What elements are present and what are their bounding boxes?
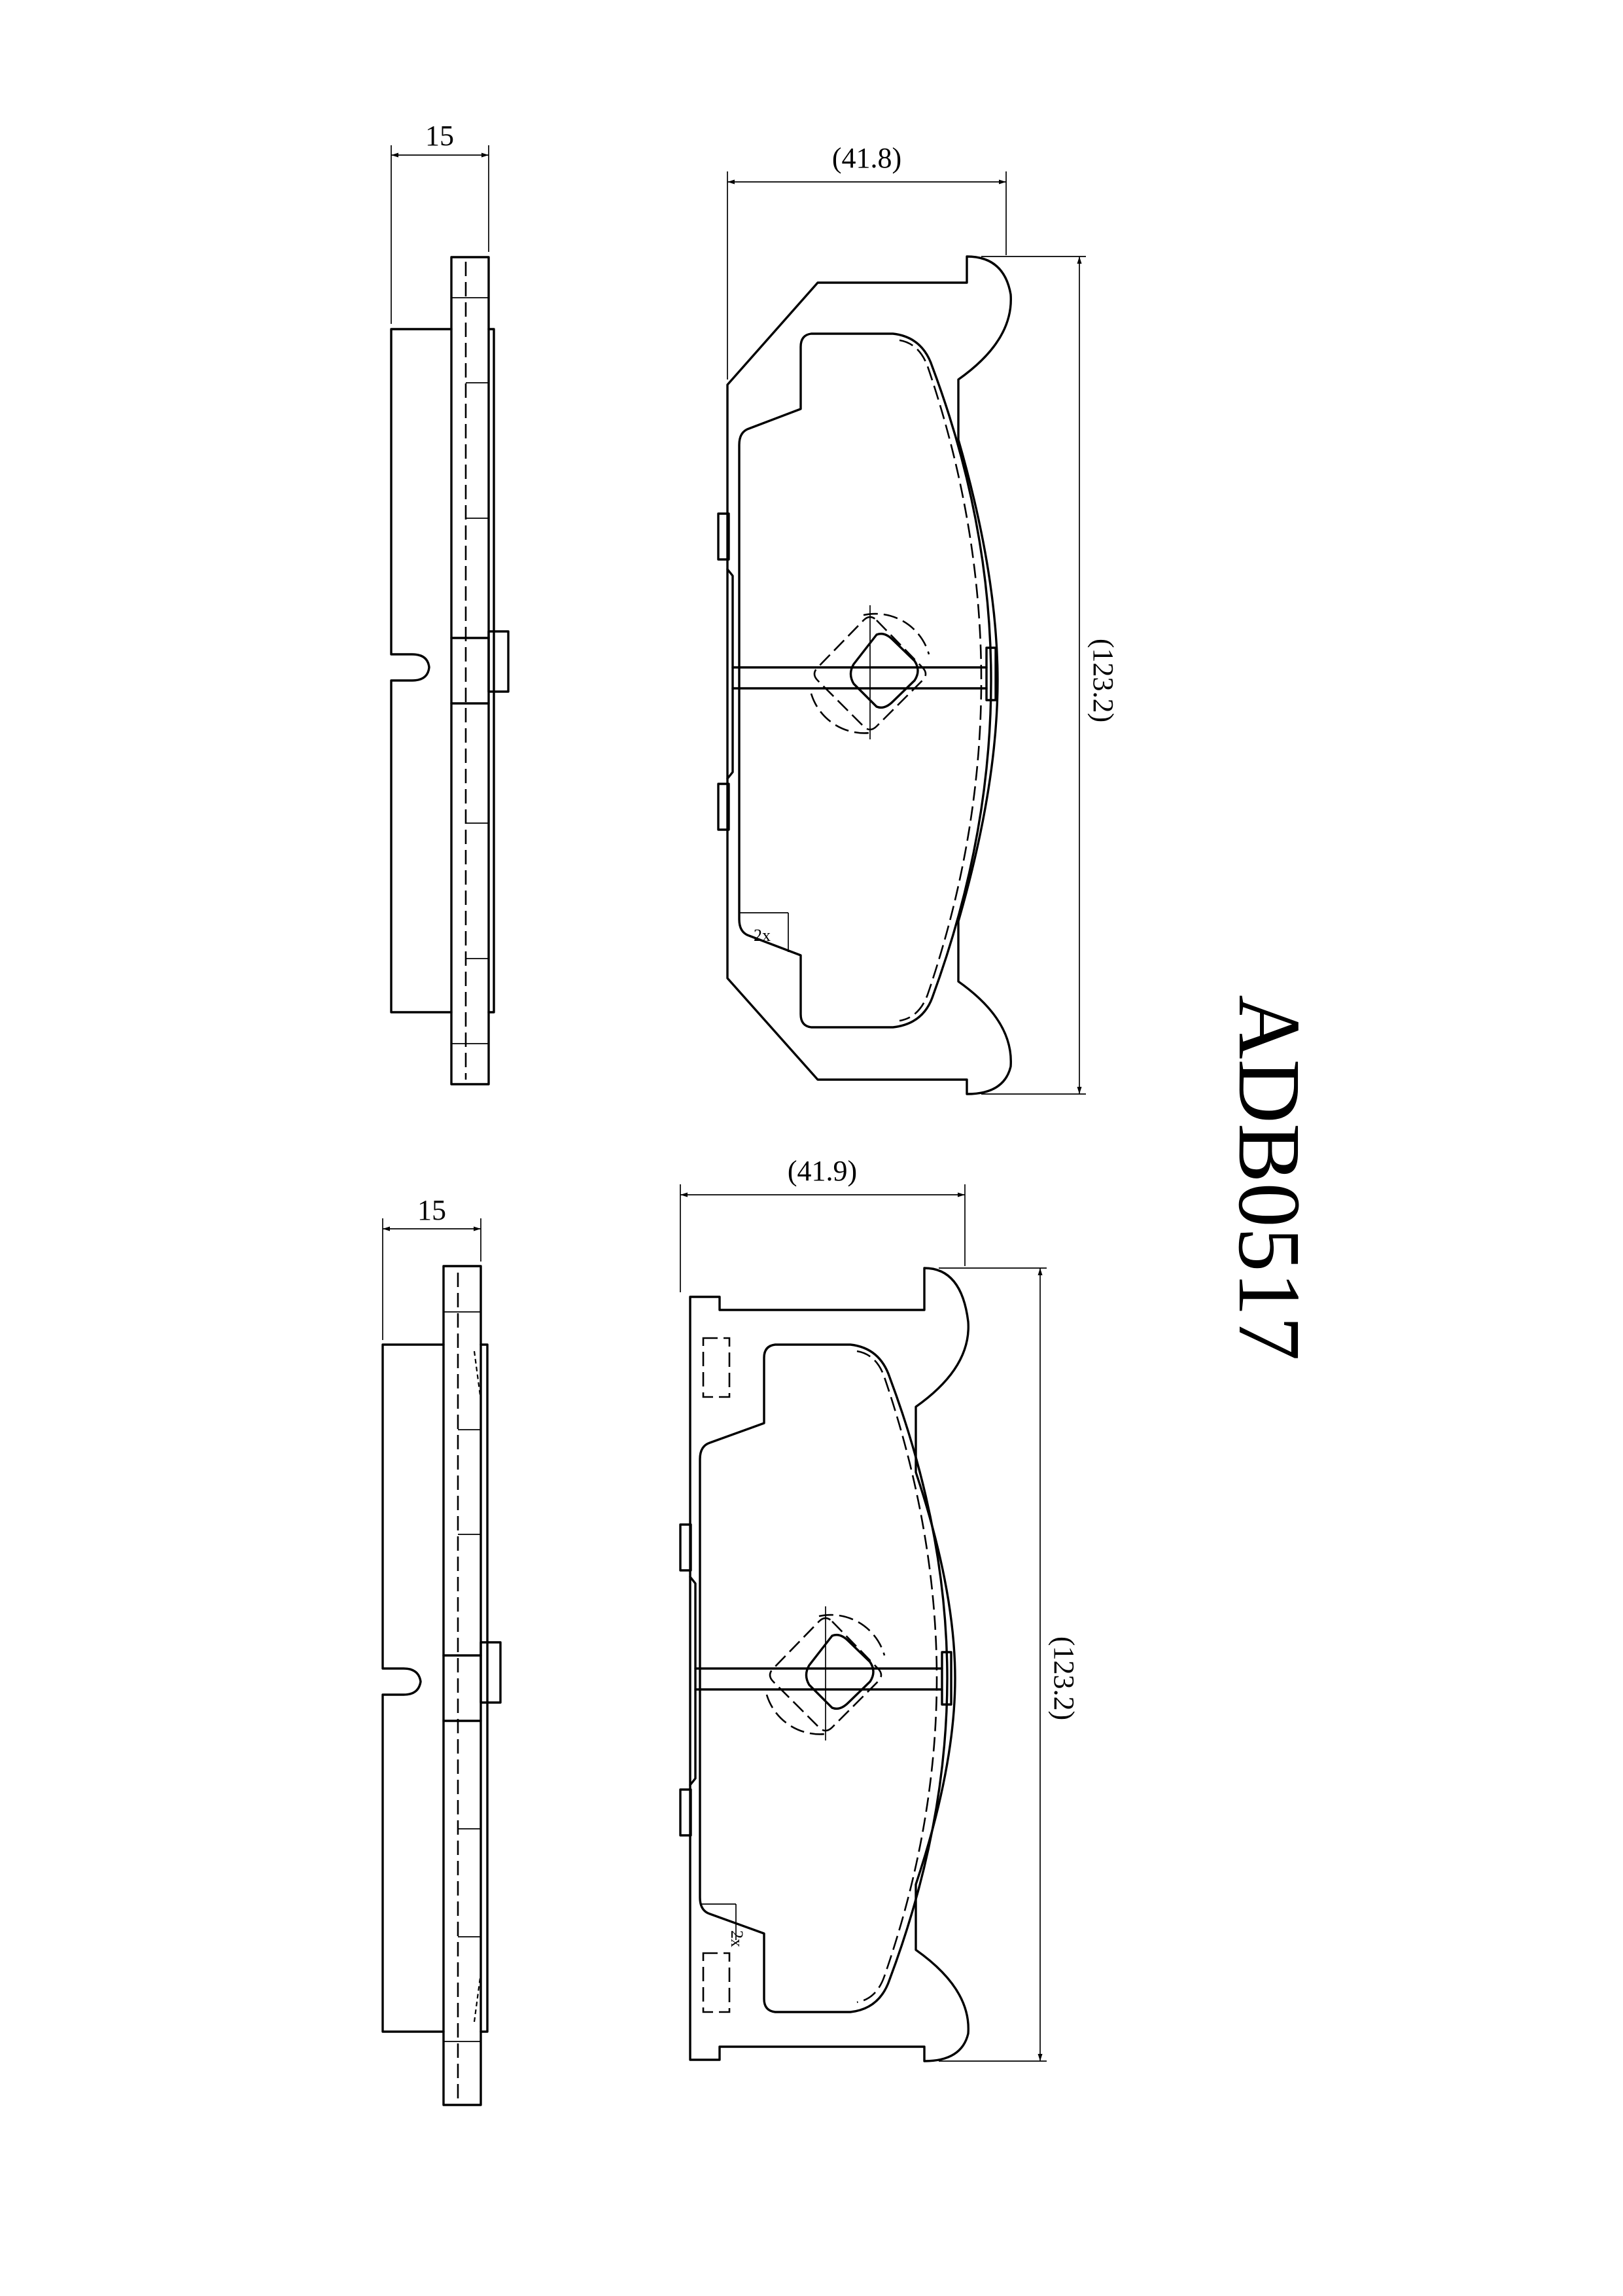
right-pin-top [985,646,997,701]
height-label-bottom: (123.2) [1048,1636,1080,1720]
front-view-top: 2x (41.8) (123.2) [717,142,1119,1095]
hidden-lines-top [451,262,489,1080]
right-pin-bottom [941,1651,952,1706]
backing-plate-top [450,256,490,1086]
front-view-bottom: 2x (41.9) (123.2) [679,1155,1080,2062]
backing-plate-outline-bottom [689,1267,969,2062]
hidden-lines-bottom [444,1273,482,2100]
wear-edge-bottom [856,1350,938,2004]
clip-lower-bottom [679,1788,692,1837]
shim-top [487,328,495,1014]
height-label-top: (123.2) [1087,639,1119,722]
friction-pad-side-top [390,328,453,1014]
clip-lower-top [717,783,730,831]
center-pin-bottom [480,1641,502,1704]
clip-upper-bottom [679,1523,692,1572]
friction-pad-outline-bottom [699,1343,949,2013]
qty-label-bottom: 2x [727,1930,746,1947]
side-view-bottom: 15 [381,1194,502,2106]
part-number-title: ADB0517 [1220,995,1318,1360]
center-pin-top [487,630,510,693]
wear-edge-top [899,339,983,1022]
shim-bottom [480,1343,489,2033]
center-hole-bottom [765,1606,886,1740]
backing-plate-bottom [442,1265,482,2106]
thickness-label-bottom: 15 [417,1194,446,1226]
width-label-top: (41.8) [832,142,901,174]
friction-pad-outline-top [738,332,992,1029]
backing-plate-outline-top [726,255,1012,1095]
side-view-top: 15 [390,120,510,1086]
hidden-boxes-bottom [702,1337,731,2013]
friction-pad-side-bottom [381,1343,445,2033]
width-label-bottom: (41.9) [788,1155,857,1187]
thickness-label-top: 15 [425,120,454,152]
qty-label-top: 2x [754,926,771,945]
clip-upper-top [717,512,730,561]
center-hole-top [810,605,930,739]
